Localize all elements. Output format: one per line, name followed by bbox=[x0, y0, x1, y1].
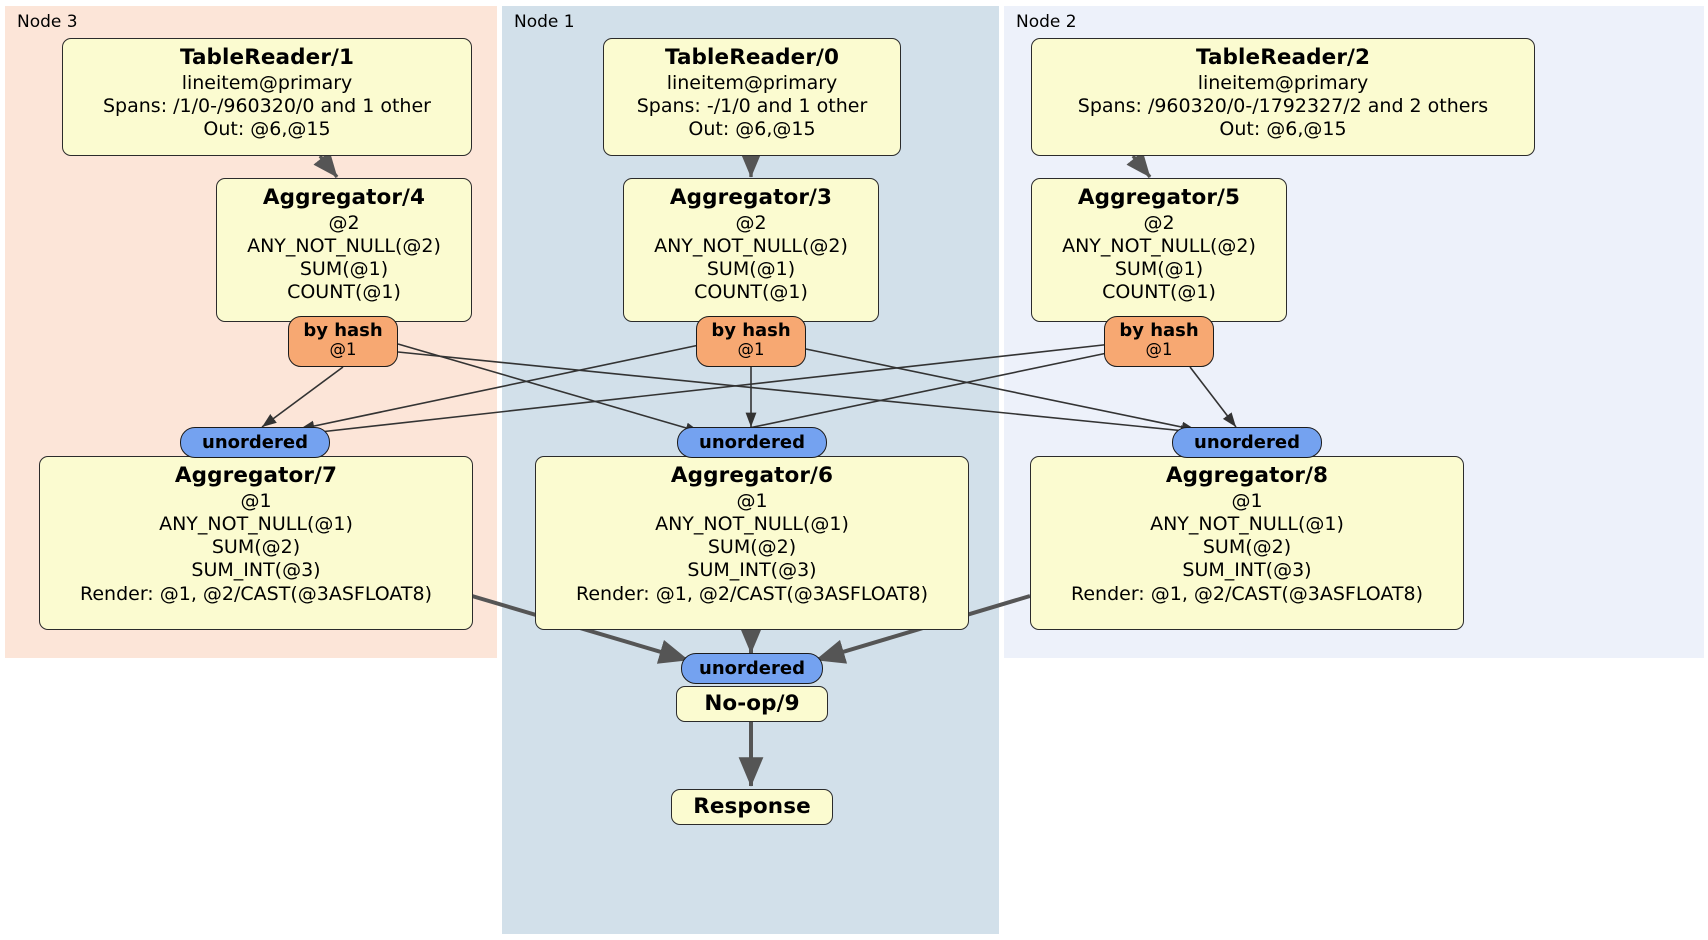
processor-tablereader-0[interactable]: TableReader/0 lineitem@primary Spans: -/… bbox=[603, 38, 901, 156]
processor-line: SUM_INT(@3) bbox=[191, 559, 321, 582]
processor-line: @2 bbox=[735, 211, 767, 234]
processor-line: ANY_NOT_NULL(@2) bbox=[654, 235, 848, 258]
sync-label: unordered bbox=[202, 432, 308, 453]
region-label-node3: Node 3 bbox=[17, 12, 78, 32]
unordered-sync-node3[interactable]: unordered bbox=[180, 427, 330, 458]
processor-line: @1 bbox=[736, 489, 768, 512]
hash-router-node2[interactable]: by hash @1 bbox=[1104, 316, 1214, 367]
processor-tablereader-1[interactable]: TableReader/1 lineitem@primary Spans: /1… bbox=[62, 38, 472, 156]
processor-tablereader-2[interactable]: TableReader/2 lineitem@primary Spans: /9… bbox=[1031, 38, 1535, 156]
router-hash-column: @1 bbox=[737, 339, 765, 359]
processor-line: @1 bbox=[1231, 489, 1263, 512]
router-label: by hash bbox=[303, 320, 383, 341]
processor-line: ANY_NOT_NULL(@2) bbox=[247, 235, 441, 258]
processor-noop-9[interactable]: No-op/9 bbox=[676, 686, 828, 722]
processor-line: Render: @1, @2/CAST(@3ASFLOAT8) bbox=[1071, 582, 1423, 605]
router-label: by hash bbox=[1119, 320, 1199, 341]
processor-aggregator-3[interactable]: Aggregator/3 @2 ANY_NOT_NULL(@2) SUM(@1)… bbox=[623, 178, 879, 322]
processor-line: COUNT(@1) bbox=[1102, 281, 1216, 304]
region-label-node1: Node 1 bbox=[514, 12, 575, 32]
sync-label: unordered bbox=[699, 432, 805, 453]
processor-title: TableReader/2 bbox=[1195, 45, 1371, 70]
processor-aggregator-8[interactable]: Aggregator/8 @1 ANY_NOT_NULL(@1) SUM(@2)… bbox=[1030, 456, 1464, 630]
processor-line: SUM(@2) bbox=[707, 536, 797, 559]
processor-response[interactable]: Response bbox=[671, 789, 833, 825]
processor-line: Render: @1, @2/CAST(@3ASFLOAT8) bbox=[80, 582, 432, 605]
router-label: by hash bbox=[711, 320, 791, 341]
processor-line: SUM(@2) bbox=[211, 536, 301, 559]
router-hash-column: @1 bbox=[329, 339, 357, 359]
processor-line: Spans: /960320/0-/1792327/2 and 2 others bbox=[1077, 95, 1489, 118]
processor-line: SUM(@2) bbox=[1202, 536, 1292, 559]
processor-line: lineitem@primary bbox=[666, 71, 838, 94]
processor-title: TableReader/0 bbox=[664, 45, 840, 70]
processor-title: Aggregator/6 bbox=[670, 463, 834, 488]
processor-aggregator-7[interactable]: Aggregator/7 @1 ANY_NOT_NULL(@1) SUM(@2)… bbox=[39, 456, 473, 630]
unordered-sync-node1[interactable]: unordered bbox=[677, 427, 827, 458]
processor-line: Spans: /1/0-/960320/0 and 1 other bbox=[103, 95, 431, 118]
processor-aggregator-4[interactable]: Aggregator/4 @2 ANY_NOT_NULL(@2) SUM(@1)… bbox=[216, 178, 472, 322]
processor-line: @2 bbox=[328, 211, 360, 234]
processor-aggregator-6[interactable]: Aggregator/6 @1 ANY_NOT_NULL(@1) SUM(@2)… bbox=[535, 456, 969, 630]
processor-line: Spans: -/1/0 and 1 other bbox=[636, 95, 868, 118]
processor-line: ANY_NOT_NULL(@1) bbox=[1150, 513, 1344, 536]
processor-line: Out: @6,@15 bbox=[1219, 118, 1347, 141]
unordered-sync-final[interactable]: unordered bbox=[681, 653, 823, 684]
region-label-node2: Node 2 bbox=[1016, 12, 1077, 32]
unordered-sync-node2[interactable]: unordered bbox=[1172, 427, 1322, 458]
processor-line: SUM(@1) bbox=[706, 258, 796, 281]
processor-title: Aggregator/4 bbox=[262, 185, 426, 210]
processor-title: Aggregator/3 bbox=[669, 185, 833, 210]
processor-line: SUM_INT(@3) bbox=[687, 559, 817, 582]
processor-line: ANY_NOT_NULL(@1) bbox=[159, 513, 353, 536]
processor-line: COUNT(@1) bbox=[694, 281, 808, 304]
processor-title: Aggregator/7 bbox=[174, 463, 338, 488]
sync-label: unordered bbox=[1194, 432, 1300, 453]
processor-line: lineitem@primary bbox=[181, 71, 353, 94]
sync-label: unordered bbox=[699, 658, 805, 679]
processor-title: No-op/9 bbox=[704, 691, 800, 716]
processor-line: SUM(@1) bbox=[299, 258, 389, 281]
processor-title: Aggregator/8 bbox=[1165, 463, 1329, 488]
hash-router-node3[interactable]: by hash @1 bbox=[288, 316, 398, 367]
processor-line: lineitem@primary bbox=[1197, 71, 1369, 94]
processor-title: TableReader/1 bbox=[179, 45, 355, 70]
processor-line: Out: @6,@15 bbox=[203, 118, 331, 141]
processor-line: Out: @6,@15 bbox=[688, 118, 816, 141]
processor-line: SUM_INT(@3) bbox=[1182, 559, 1312, 582]
processor-line: ANY_NOT_NULL(@2) bbox=[1062, 235, 1256, 258]
hash-router-node1[interactable]: by hash @1 bbox=[696, 316, 806, 367]
processor-line: @1 bbox=[240, 489, 272, 512]
processor-line: COUNT(@1) bbox=[287, 281, 401, 304]
processor-line: @2 bbox=[1143, 211, 1175, 234]
processor-line: SUM(@1) bbox=[1114, 258, 1204, 281]
processor-aggregator-5[interactable]: Aggregator/5 @2 ANY_NOT_NULL(@2) SUM(@1)… bbox=[1031, 178, 1287, 322]
processor-title: Aggregator/5 bbox=[1077, 185, 1241, 210]
processor-title: Response bbox=[693, 794, 811, 819]
processor-line: Render: @1, @2/CAST(@3ASFLOAT8) bbox=[576, 582, 928, 605]
processor-line: ANY_NOT_NULL(@1) bbox=[655, 513, 849, 536]
router-hash-column: @1 bbox=[1145, 339, 1173, 359]
